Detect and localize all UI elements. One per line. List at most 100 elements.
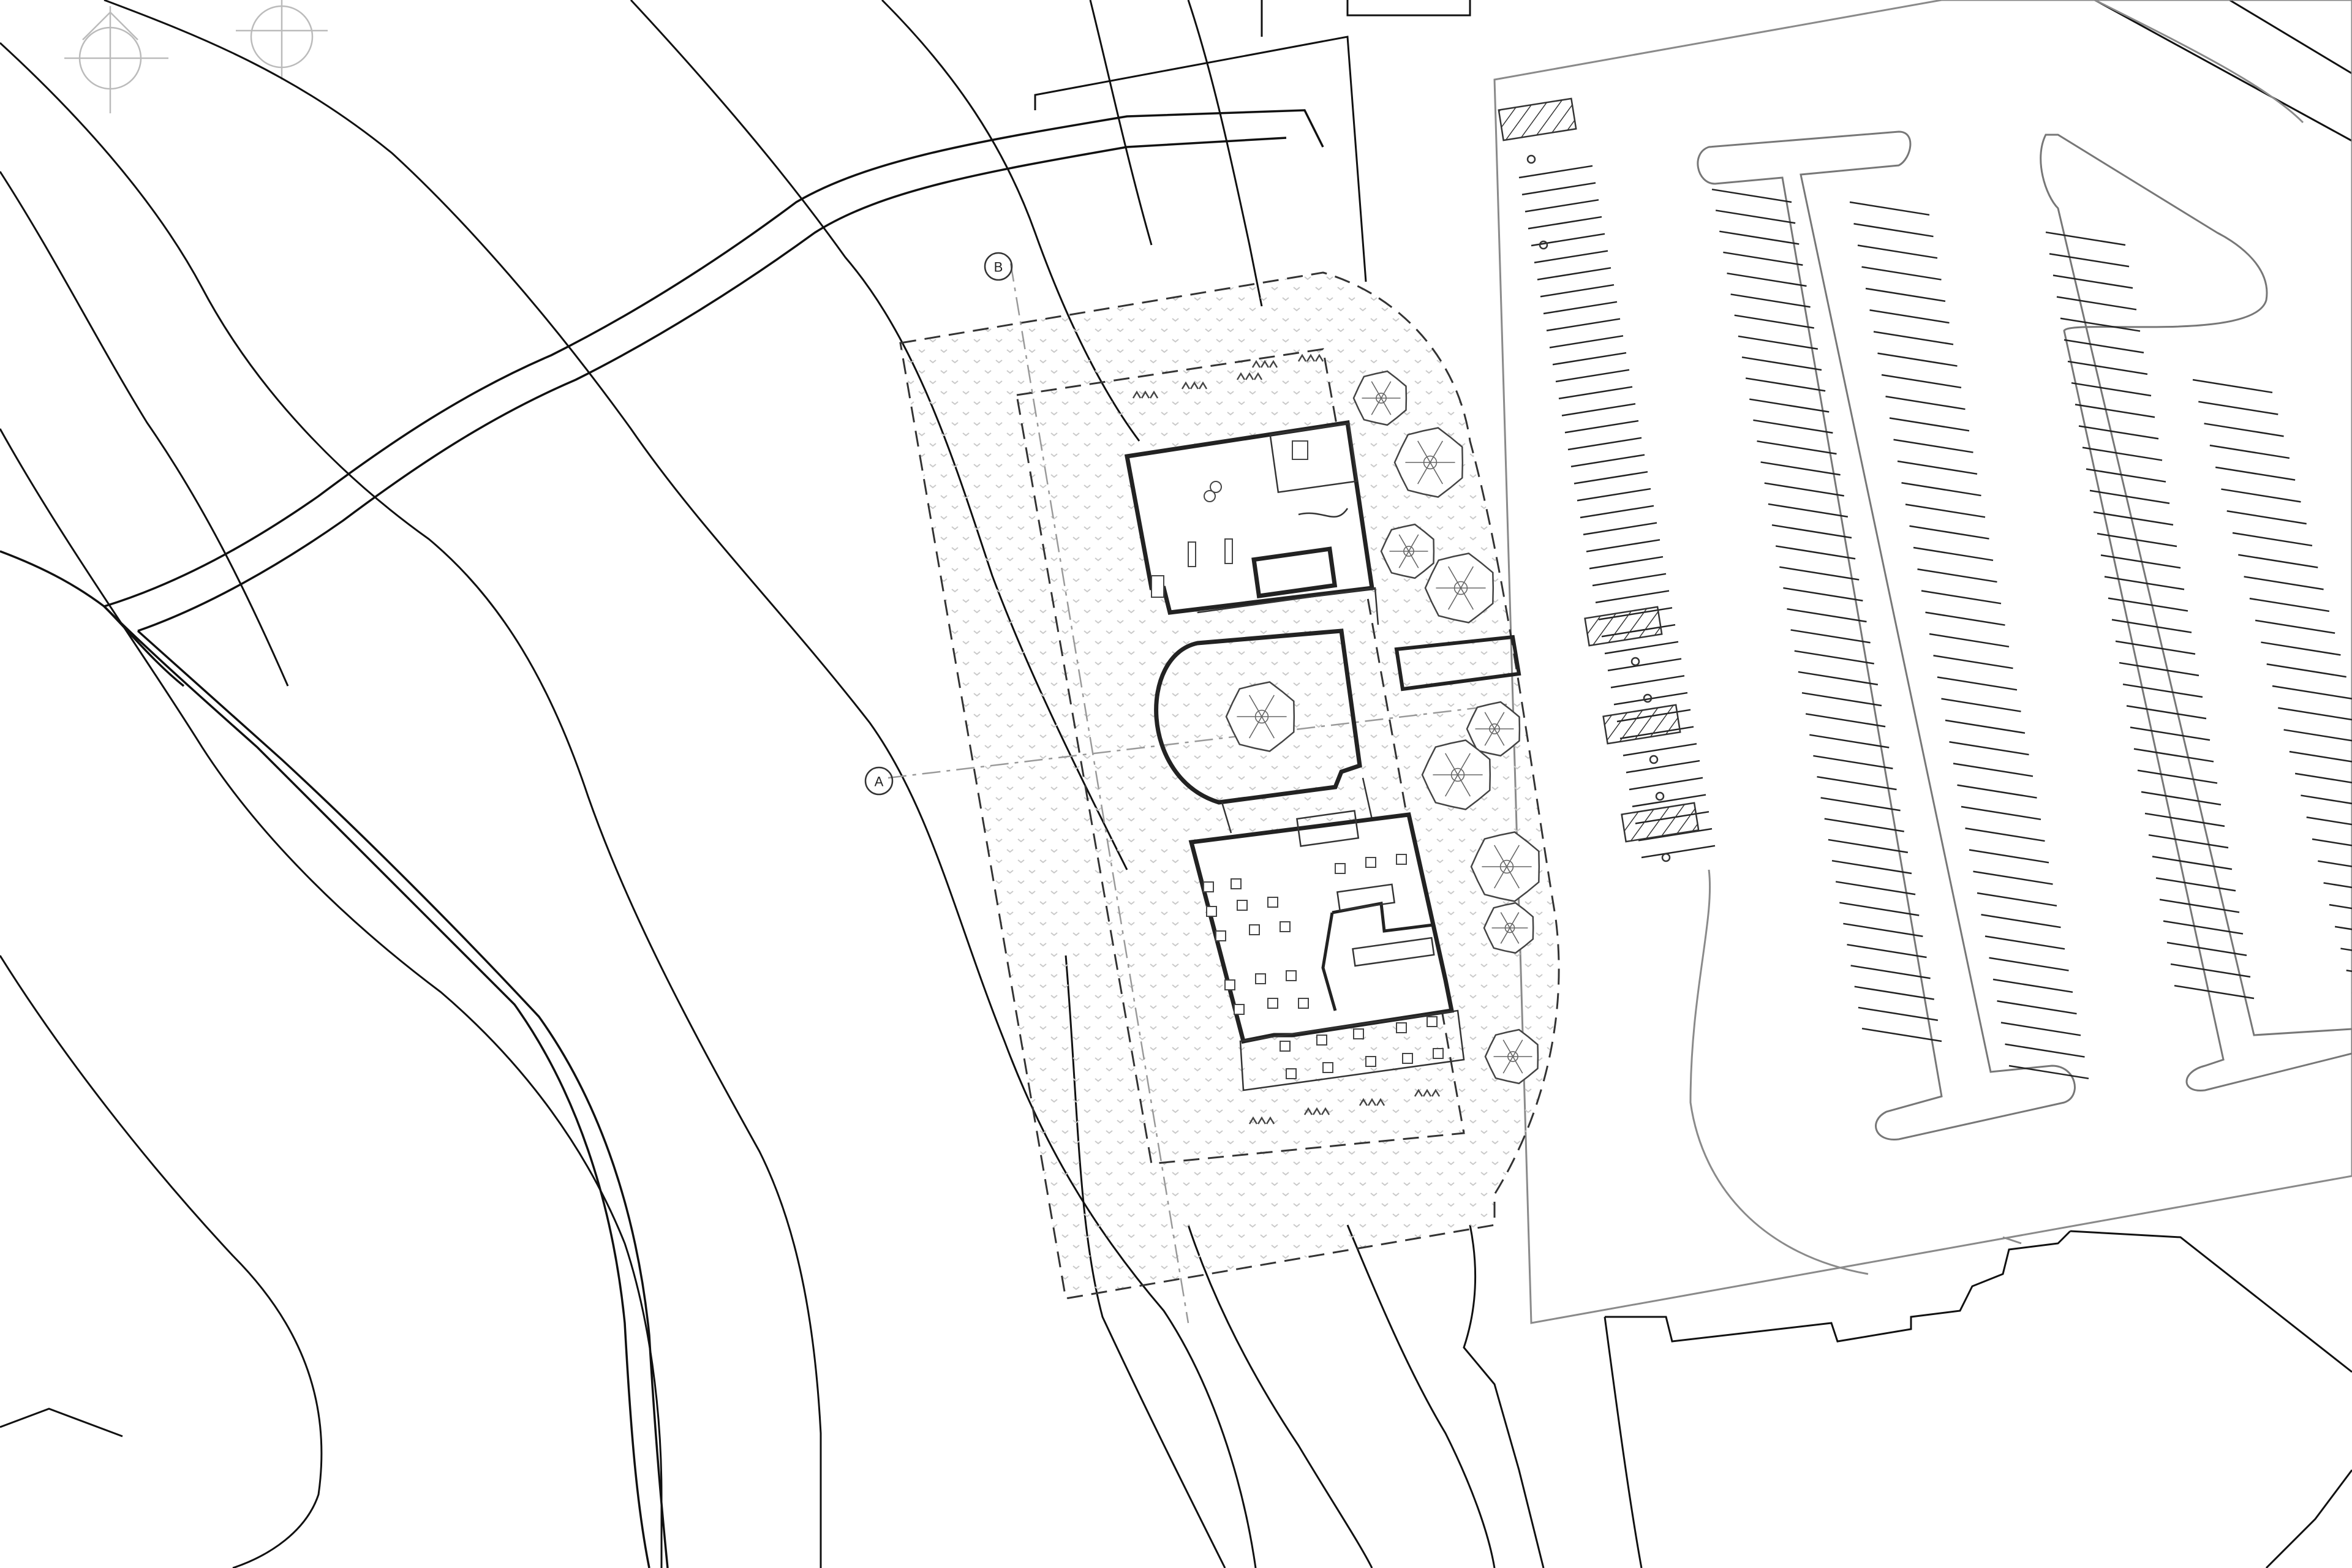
parking-stall-line	[2005, 1043, 2085, 1058]
floor-plan: A B	[864, 252, 1521, 1091]
parking-stall-line	[1715, 209, 1796, 224]
access-road	[0, 109, 1324, 1568]
parking-stall-line	[1897, 460, 1978, 475]
parking-stall-line	[2312, 838, 2352, 846]
dining-table	[1396, 1022, 1407, 1033]
dining-table	[1267, 998, 1278, 1009]
parking-stall-line	[2334, 925, 2352, 930]
parking-stall-line	[1981, 914, 2061, 929]
parking-stall-line	[2323, 882, 2352, 889]
parking-stall-line	[1570, 454, 1645, 467]
parking-stall-line	[2209, 444, 2290, 459]
parking-stall-line	[1531, 233, 1605, 247]
parking-stall-line	[1580, 505, 1654, 519]
accessible-parking-icon	[1630, 657, 1640, 666]
shrub-icon	[1181, 381, 1208, 390]
parking-stall-line	[1638, 827, 1713, 842]
dining-table	[1322, 1062, 1333, 1073]
parking-stall-line	[1595, 590, 1670, 603]
parking-stall-line	[1626, 760, 1700, 774]
parking-stall-line	[1549, 335, 1624, 349]
parking-stall-line	[1824, 818, 1904, 832]
parking-stall-line	[1567, 437, 1642, 451]
dining-table	[1255, 973, 1266, 984]
parking-stall-line	[1850, 965, 1931, 979]
parking-stall-line	[1552, 352, 1627, 366]
parking-stall-line	[1949, 741, 2029, 756]
tree-icon	[1424, 552, 1494, 624]
parking-stall-line	[1757, 440, 1837, 455]
parking-stall-line	[1893, 439, 1973, 453]
parking-stall-line	[1881, 374, 1962, 389]
north-arrow-icon-2	[236, 0, 328, 80]
parking-stall-line	[2329, 903, 2352, 910]
dining-table	[1365, 1056, 1376, 1067]
parking-stall-line	[2064, 339, 2144, 353]
parking-stall-line	[2071, 382, 2152, 397]
dining-table	[1234, 1004, 1245, 1015]
tree-icon	[1483, 902, 1534, 954]
parking-stall-line	[1586, 539, 1660, 552]
parking-stall-line	[1945, 719, 2026, 734]
accessible-parking-icon	[1649, 755, 1659, 764]
parking-stall-line	[1711, 188, 1792, 203]
parking-stall-line	[2159, 899, 2240, 913]
dining-table	[1353, 1028, 1364, 1039]
tree-icon	[1225, 681, 1295, 752]
parking-stall-line	[2078, 425, 2159, 440]
parking-stall-line	[1632, 794, 1706, 807]
shrub-icon	[1251, 360, 1278, 368]
parking-stall-line	[2144, 812, 2225, 827]
parking-stall-line	[1577, 488, 1651, 502]
parking-stall-line	[2086, 468, 2166, 483]
parking-stall-line	[2111, 619, 2192, 633]
parking-stall-line	[2049, 253, 2130, 268]
parking-stall-line	[2301, 794, 2352, 805]
parking-stall-line	[1828, 839, 1909, 853]
parking-stall-line	[2082, 447, 2163, 461]
parking-stall-line	[2163, 920, 2244, 935]
parking-stall-line	[2192, 379, 2273, 394]
parking-stall-line	[1528, 216, 1602, 230]
parking-stall-line	[1849, 201, 1930, 216]
parking-stall-line	[1790, 629, 1871, 644]
accessible-parking-icon	[1661, 853, 1671, 862]
north-arrow-icon	[64, 6, 168, 113]
parking-stall-line	[2089, 489, 2170, 504]
parking-stall-line	[1992, 978, 2073, 993]
parking-stall-line	[1749, 398, 1830, 413]
parking-stall-line	[1730, 293, 1811, 308]
dining-table	[1365, 857, 1376, 868]
parking-stall-line	[1623, 743, 1697, 756]
parking-stall-line	[1745, 377, 1826, 392]
parking-stall-line	[1574, 471, 1648, 484]
parking-stall-line	[1794, 650, 1874, 665]
parking-stall-line	[1985, 935, 2065, 950]
parking-stall-line	[1997, 1000, 2077, 1015]
dining-table	[1231, 878, 1242, 889]
accessible-parking-icon	[1655, 791, 1665, 801]
parking-stall-line	[2283, 729, 2352, 742]
tree-icon	[1470, 831, 1540, 902]
parking-stall-line	[1965, 827, 2045, 842]
parking-stall-line	[1543, 301, 1618, 315]
tree-icon	[1380, 523, 1435, 579]
parking-stall-line	[1847, 943, 1927, 959]
parking-stall-line	[2155, 877, 2236, 892]
parking-stall-line	[2133, 748, 2214, 763]
dining-table	[1215, 930, 1226, 941]
parking-stall-line	[1607, 658, 1682, 671]
parking-stall-line	[1592, 573, 1667, 587]
parking-stall-line	[1610, 675, 1685, 688]
parking-stall-line	[1839, 902, 1920, 916]
dining-table	[1224, 979, 1235, 990]
parking-stall-line	[1957, 784, 2037, 799]
parking-stall-line	[1540, 284, 1615, 298]
parking-stall-line	[2045, 231, 2126, 246]
parking-lot	[1493, 0, 2352, 1343]
parking-stall-line	[1779, 566, 1860, 581]
parking-stall-line	[1857, 244, 1938, 259]
parking-stall-line	[1889, 417, 1970, 432]
parking-stall-line	[1801, 692, 1882, 707]
shrub-icon	[1359, 1098, 1385, 1106]
